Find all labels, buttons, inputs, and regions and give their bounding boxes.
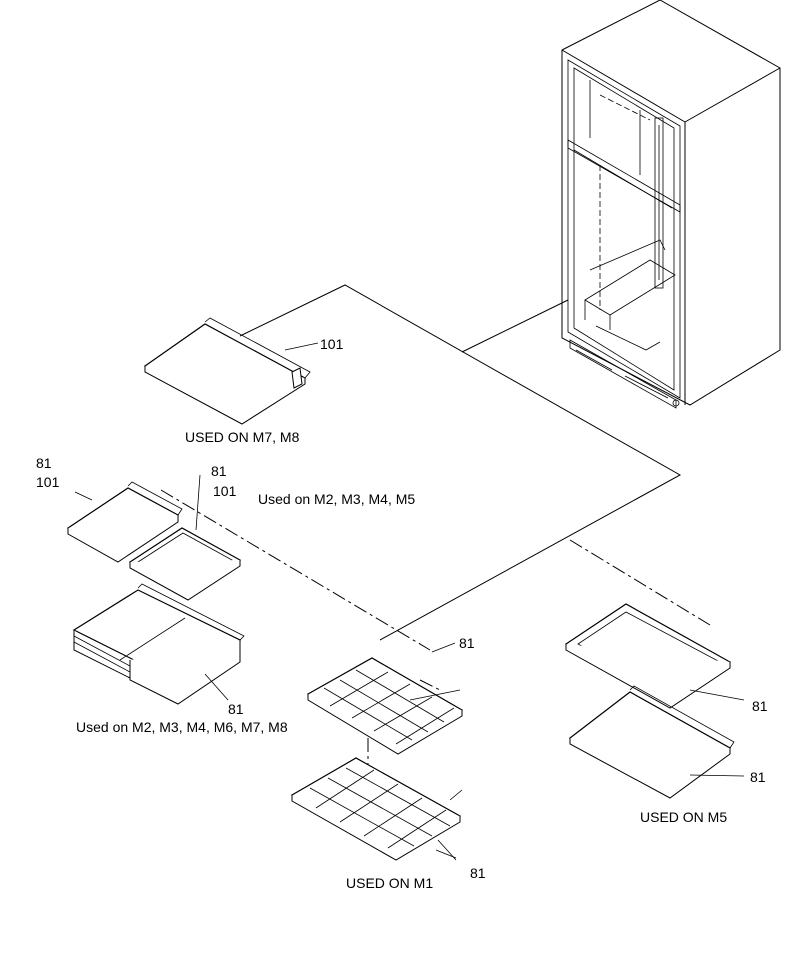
caption-m5: USED ON M5 — [640, 809, 727, 825]
callout-81-wire-upper: 81 — [459, 635, 475, 651]
callout-101-middle: 101 — [213, 483, 237, 499]
shelf-m5-upper — [564, 603, 745, 709]
callout-81-m5-lower: 81 — [750, 769, 766, 785]
caption-m2-m8: Used on M2, M3, M4, M6, M7, M8 — [76, 719, 288, 735]
shelf-small-left — [66, 481, 183, 563]
shelf-m7-m8 — [143, 317, 319, 425]
callout-81-middle: 81 — [211, 463, 227, 479]
callout-81-sliding: 81 — [228, 701, 244, 717]
caption-m2-m5: Used on M2, M3, M4, M5 — [258, 491, 415, 507]
caption-m7-m8: USED ON M7, M8 — [185, 429, 300, 445]
callout-81-wire-lower: 81 — [470, 865, 486, 881]
shelf-m5-lower — [568, 685, 745, 799]
shelf-wire-lower — [290, 757, 463, 861]
callout-81-left: 81 — [36, 455, 52, 471]
refrigerator-cabinet — [561, 0, 781, 409]
shelf-wire-upper — [306, 657, 464, 755]
callout-81-m5-upper: 81 — [752, 698, 768, 714]
shelf-small-glass — [128, 474, 242, 601]
callout-101-left: 101 — [36, 474, 60, 490]
shelf-sliding-split — [72, 583, 245, 705]
caption-m1: USED ON M1 — [346, 875, 433, 891]
callout-leaders — [431, 642, 457, 859]
guide-lines — [160, 284, 711, 768]
callout-101-top: 101 — [320, 336, 344, 352]
